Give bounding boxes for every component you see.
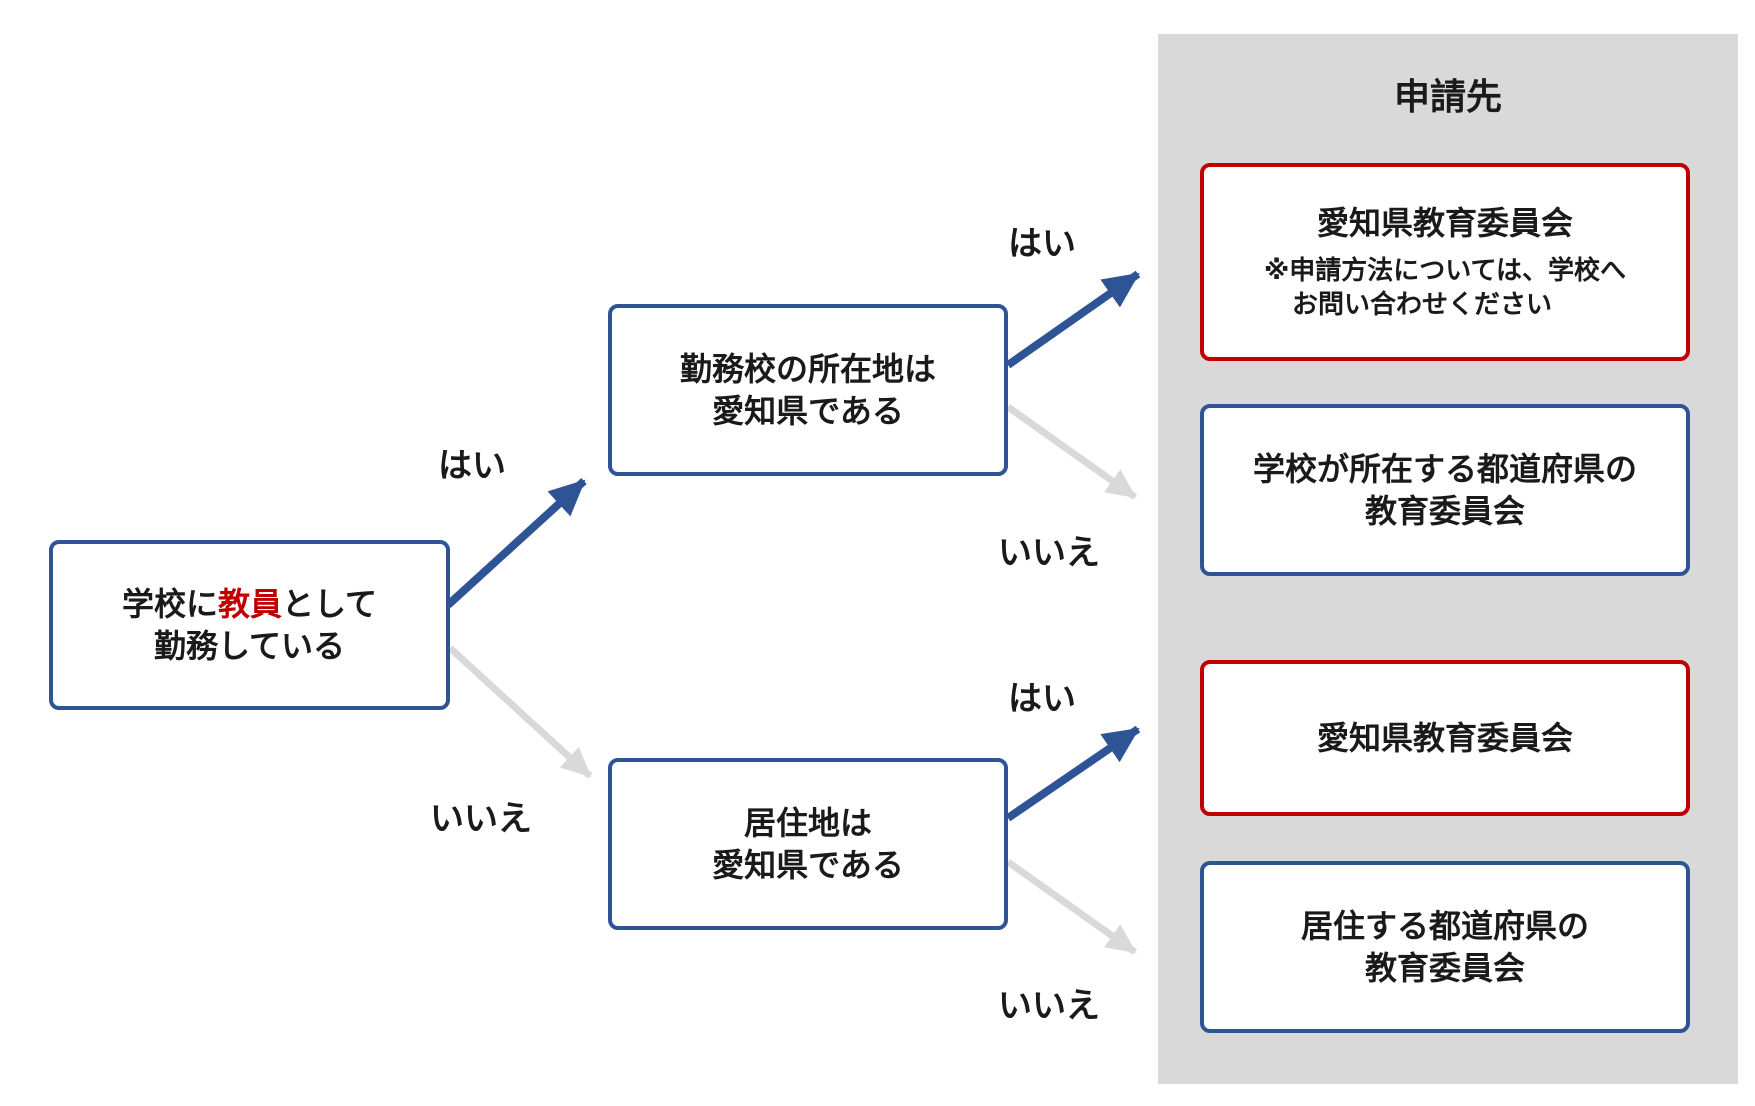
arrow-workplace-no (1005, 404, 1138, 500)
result-aichi-residence: 愛知県教育委員会 (1200, 660, 1690, 816)
result-aichi-workplace-title: 愛知県教育委員会 (1316, 204, 1573, 242)
result-residence-prefecture: 居住する都道府県の 教育委員会 (1200, 861, 1690, 1033)
start-line1-highlight: 教員 (217, 585, 282, 623)
note-line1: ※申請方法については、学校へ (1264, 256, 1626, 286)
arrow-workplace-yes (1005, 270, 1141, 369)
label-start-no: いいえ (430, 799, 532, 839)
start-line2: 勤務している (153, 627, 346, 665)
question-workplace-line1: 勤務校の所在地は (679, 350, 936, 388)
label-residence-no: いいえ (998, 986, 1100, 1026)
start-line1: 学校に教員として (122, 583, 377, 625)
label-residence-yes: はい (1008, 679, 1076, 719)
panel-title: 申請先 (1393, 77, 1502, 118)
result-school-prefecture: 学校が所在する都道府県の 教育委員会 (1200, 404, 1690, 576)
start-line1-pre: 学校に (121, 585, 218, 623)
arrow-start-yes (445, 478, 587, 608)
result-aichi-workplace: 愛知県教育委員会 ※申請方法については、学校へ お問い合わせください (1200, 163, 1690, 361)
question-workplace-node: 勤務校の所在地は 愛知県である (608, 304, 1008, 476)
question-workplace-line2: 愛知県である (712, 392, 904, 430)
result-aichi-residence-title: 愛知県教育委員会 (1316, 719, 1573, 757)
label-workplace-yes: はい (1008, 224, 1076, 264)
result-school-prefecture-line1: 学校が所在する都道府県の (1252, 450, 1637, 488)
arrow-start-no (447, 645, 593, 779)
result-school-prefecture-line2: 教育委員会 (1364, 492, 1525, 530)
question-residence-node: 居住地は 愛知県である (608, 758, 1008, 930)
arrow-residence-yes (1005, 725, 1141, 822)
question-residence-line2: 愛知県である (712, 846, 904, 884)
start-line1-post: として (281, 585, 378, 623)
result-residence-prefecture-line1: 居住する都道府県の (1300, 907, 1589, 945)
label-workplace-no: いいえ (998, 533, 1100, 573)
label-start-yes: はい (438, 446, 506, 486)
note-line2: お問い合わせください (1292, 290, 1553, 320)
start-node: 学校に教員として 勤務している (49, 540, 450, 710)
arrow-residence-no (1005, 859, 1138, 955)
result-aichi-workplace-note: ※申請方法については、学校へ お問い合わせください (1264, 254, 1626, 322)
question-residence-line1: 居住地は (743, 804, 872, 842)
result-residence-prefecture-line2: 教育委員会 (1364, 949, 1525, 987)
